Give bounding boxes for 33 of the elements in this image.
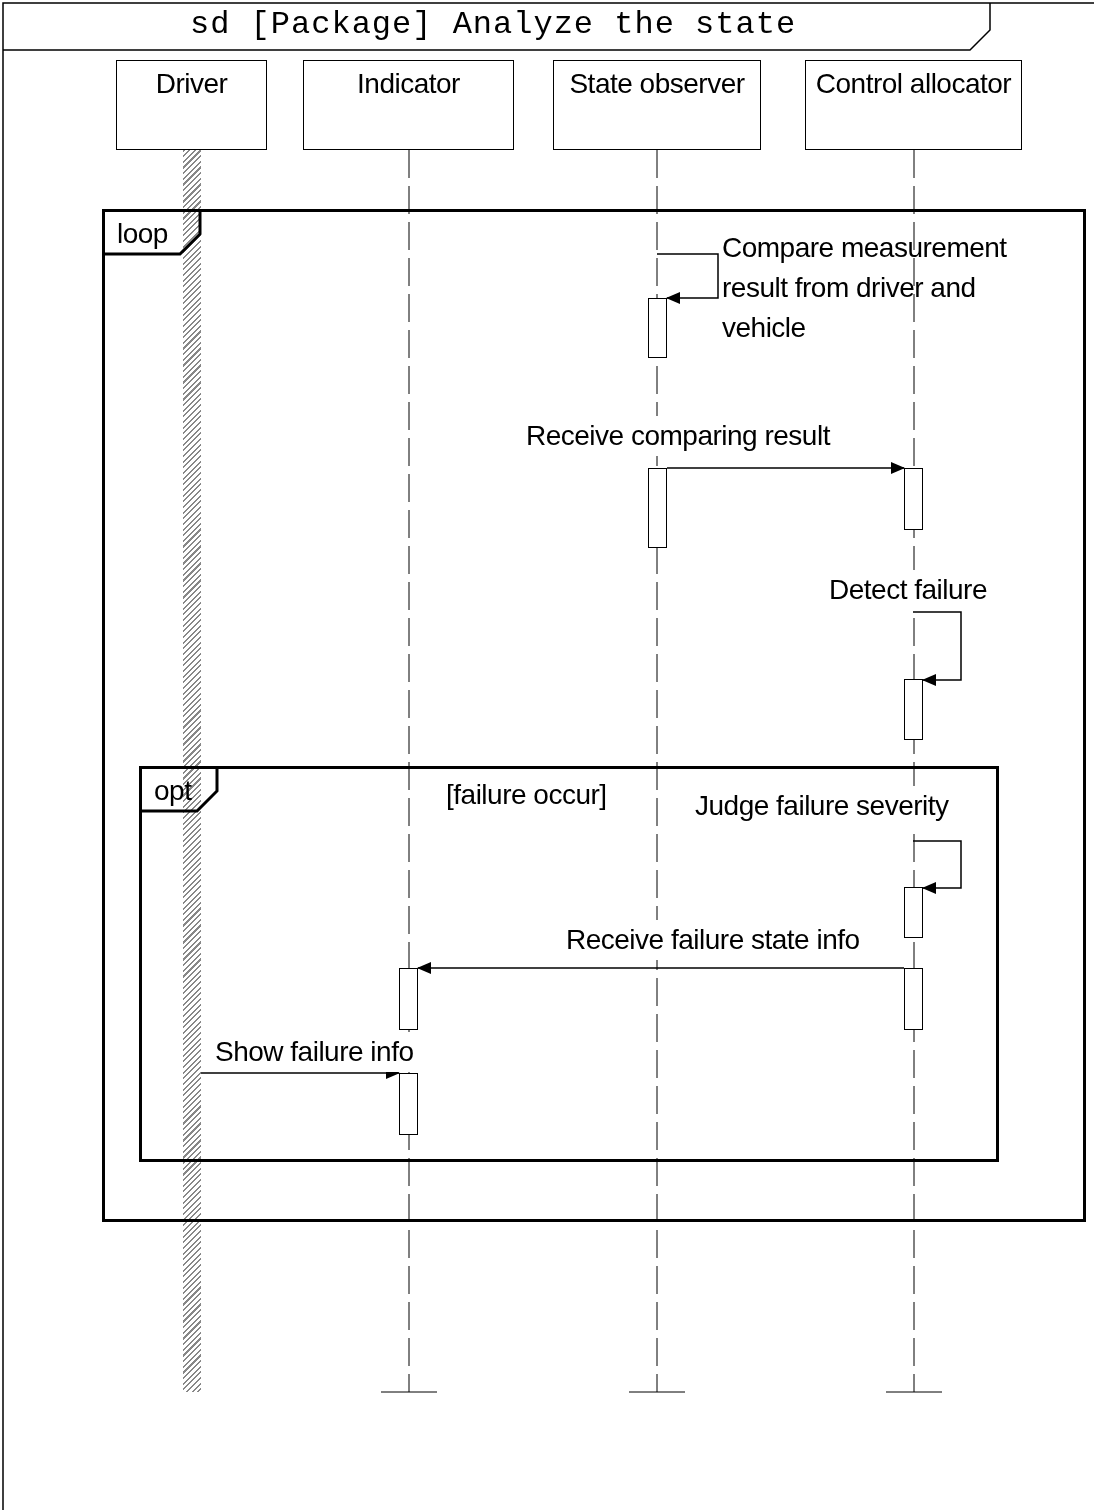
activation-bar xyxy=(904,887,923,938)
activation-bar xyxy=(399,968,418,1030)
activation-bar xyxy=(648,468,667,548)
message-arrow xyxy=(417,962,905,974)
lifeline-name: State observer xyxy=(569,68,745,99)
fragment-operator: loop xyxy=(117,217,168,251)
activation-bar xyxy=(904,968,923,1030)
self-message-arrow xyxy=(912,840,962,894)
diagram-title: sd [Package] Analyze the state xyxy=(190,6,797,43)
message-label: Receive comparing result xyxy=(526,416,830,456)
self-message-arrow xyxy=(912,611,962,686)
message-label: Judge failure severity xyxy=(695,786,949,826)
lifeline-head-box xyxy=(805,60,1022,150)
activation-bar xyxy=(648,298,667,358)
lifeline-head-box xyxy=(116,60,267,150)
self-message-arrow xyxy=(656,253,719,304)
lifeline-name: Control allocator xyxy=(815,68,1012,99)
lifeline-name: Driver xyxy=(155,68,228,99)
combined-fragment-frame xyxy=(102,209,1086,1222)
message-label: Show failure info xyxy=(215,1032,414,1072)
lifeline-head-box xyxy=(553,60,761,150)
message-arrow xyxy=(666,462,905,474)
lifeline-head-box xyxy=(303,60,514,150)
combined-fragment-frame xyxy=(139,766,999,1162)
activation-bar xyxy=(399,1073,418,1135)
message-label: Receive failure state info xyxy=(566,920,860,960)
lifeline-name: Indicator xyxy=(357,68,460,99)
message-label: Compare measurement result from driver and vehicle xyxy=(722,231,1008,345)
guard-condition: [failure occur] xyxy=(446,778,607,812)
activation-bar xyxy=(904,679,923,740)
fragment-operator: opt xyxy=(154,774,192,808)
message-label: Detect failure xyxy=(829,570,987,610)
activation-bar xyxy=(904,468,923,530)
